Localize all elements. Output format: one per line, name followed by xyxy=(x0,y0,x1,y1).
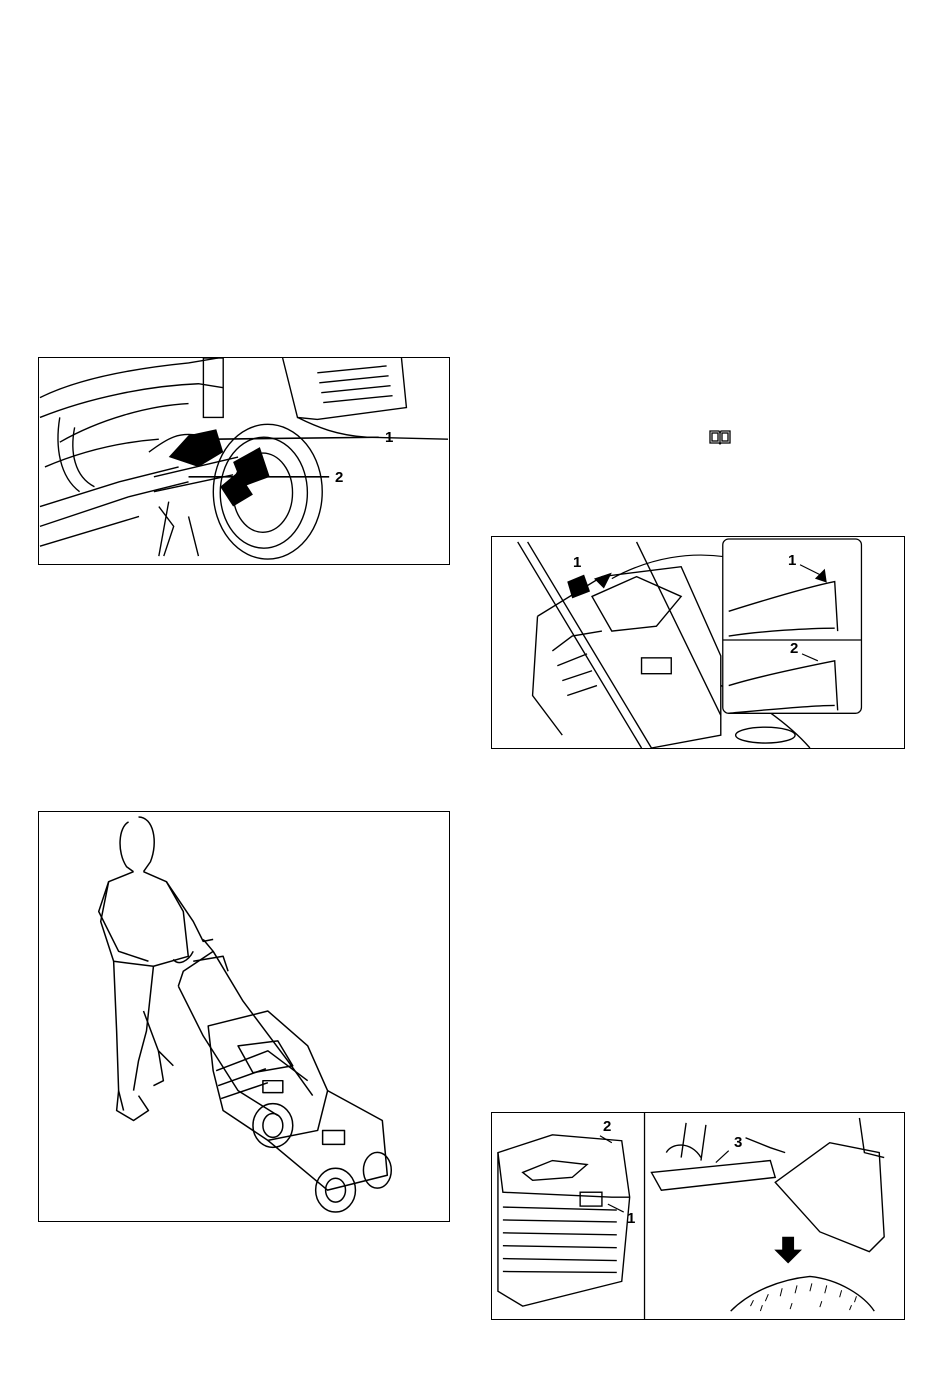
catcher-indicator-illustration xyxy=(492,537,904,748)
figure-catcher-indicator: 1 1 2 xyxy=(491,536,905,749)
callout-1-inset: 1 xyxy=(788,553,796,568)
callout-2-inset: 2 xyxy=(790,641,798,656)
callout-1: 1 xyxy=(385,430,393,445)
callout-1: 1 xyxy=(627,1211,635,1226)
figure-height-adjustment: 1 2 xyxy=(38,357,450,565)
callout-2: 2 xyxy=(335,470,343,485)
callout-1: 1 xyxy=(573,555,581,570)
book-icon xyxy=(709,429,731,445)
operator-illustration xyxy=(39,812,449,1221)
figure-operator xyxy=(38,811,450,1222)
callout-2: 2 xyxy=(603,1119,611,1134)
catcher-empty-illustration xyxy=(492,1113,904,1319)
callout-3: 3 xyxy=(734,1135,742,1150)
height-adjustment-illustration xyxy=(39,358,449,564)
figure-catcher-empty: 2 1 3 xyxy=(491,1112,905,1320)
